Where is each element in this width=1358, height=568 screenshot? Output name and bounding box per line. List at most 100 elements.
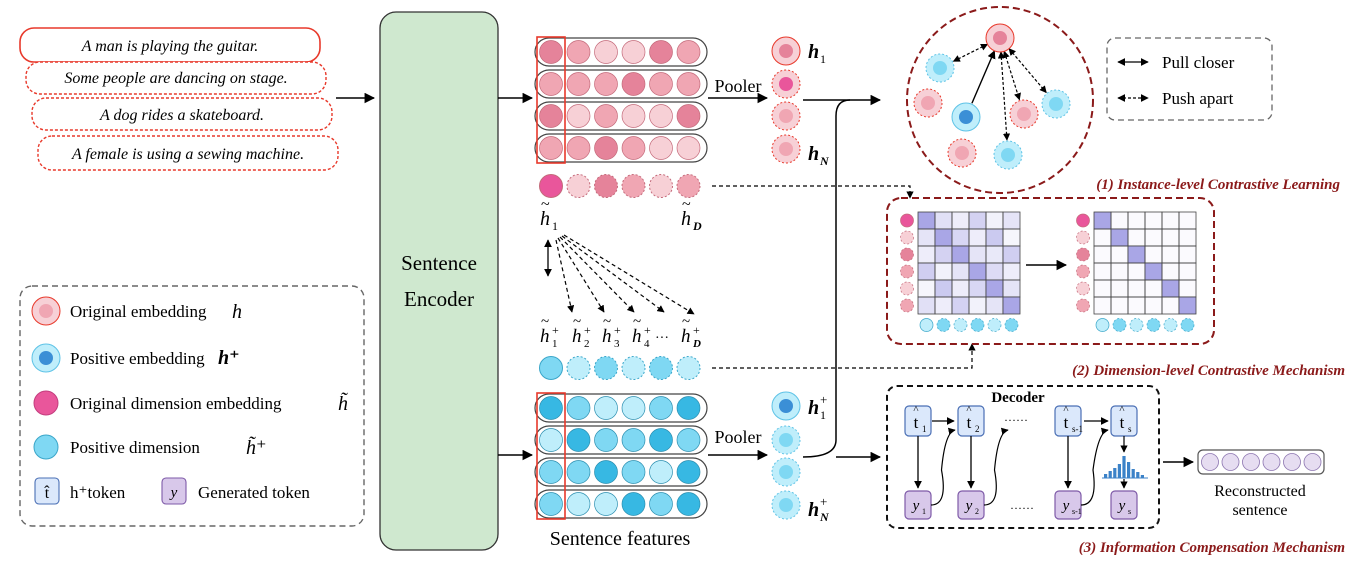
matrix-cell — [1127, 262, 1146, 281]
feature-cell — [621, 40, 646, 64]
svg-text:2: 2 — [584, 338, 590, 350]
feature-cell — [676, 396, 701, 420]
matrix-cell — [951, 296, 970, 315]
dimension-cell — [649, 174, 673, 198]
matrix-cell — [1161, 279, 1180, 298]
matrix-cell — [985, 296, 1004, 315]
caption-information: (3) Information Compensation Mechanism — [1079, 540, 1345, 556]
matrix-cell — [917, 245, 936, 264]
token-hat: ^ — [913, 404, 919, 416]
orig-dimension-highlight — [536, 36, 566, 164]
dimension-cell — [621, 174, 646, 198]
sentence-3: A dog rides a skateboard. — [99, 107, 264, 124]
matrix-cell — [1093, 262, 1112, 281]
feature-cell — [566, 104, 591, 128]
svg-text:N: N — [819, 154, 830, 168]
output-glyph: y — [1061, 498, 1070, 514]
matrix-col-dim — [936, 318, 951, 332]
matrix-cell — [1093, 279, 1112, 298]
inner — [39, 304, 53, 318]
feature-cell — [676, 40, 701, 64]
feature-cell — [621, 104, 646, 128]
legend-label: Positive embedding — [70, 349, 205, 368]
matrix-cell — [968, 245, 987, 264]
matrix-cell — [917, 262, 936, 281]
inner — [779, 498, 793, 512]
feature-cell — [594, 136, 618, 160]
instance-positive-node — [925, 53, 955, 83]
pooled-hN: h — [808, 143, 819, 165]
feature-cell — [539, 136, 563, 160]
svg-text:+: + — [552, 323, 559, 337]
feature-cell — [649, 460, 673, 484]
positive-dim-labels: h~ 1+ h~ 2+ h~ 3+ h~ 4+ ··· h~ D+ — [540, 314, 701, 350]
caption-dimension: (2) Dimension-level Contrastive Mechanis… — [1072, 363, 1345, 379]
sentence-box-2 — [25, 61, 327, 95]
instance-original-node — [947, 138, 977, 168]
svg-text:···: ··· — [655, 331, 669, 346]
push-arrow — [997, 51, 1011, 141]
input-sentences: A man is playing the guitar. Some people… — [19, 27, 339, 171]
matrix-cell — [934, 296, 953, 315]
reconstructed-label-2: sentence — [1232, 502, 1287, 519]
matrix-cell — [1127, 228, 1146, 247]
original-dimension-row — [539, 174, 701, 198]
matrix-cell — [985, 262, 1004, 281]
decoder-box — [886, 385, 1160, 529]
matrix-col-dim — [970, 318, 985, 332]
inner — [993, 31, 1007, 45]
dimension-cell — [566, 174, 591, 198]
legend-label: Original dimension embedding — [70, 394, 282, 413]
inner — [779, 142, 793, 156]
feedback-arrow — [1080, 427, 1109, 506]
legend-symbol: h̃⁺ — [246, 435, 267, 459]
feature-cell — [539, 396, 563, 420]
legend-symbol: h̃ — [338, 391, 348, 415]
matrix-cell — [1110, 245, 1129, 264]
feature-cell — [621, 428, 646, 452]
push-arrow — [952, 43, 989, 62]
reconstructed-cell — [1242, 453, 1260, 471]
output-sub: s-1 — [1072, 507, 1082, 516]
matrix-cell — [917, 279, 936, 298]
pooler-label-top: Pooler — [715, 76, 762, 96]
matrix-row-dim — [1076, 298, 1090, 313]
instance-positive-node — [951, 102, 981, 132]
inner — [779, 399, 793, 413]
pooled-positive-2 — [771, 425, 801, 455]
reconstructed-cell — [1262, 453, 1281, 471]
feature-cell — [649, 396, 673, 420]
legend-label: Positive dimension — [70, 438, 200, 457]
encoder-label-2: Encoder — [404, 287, 474, 311]
token-hat: ^ — [1119, 404, 1125, 416]
legend-positive-dimension-icon — [33, 434, 59, 460]
dim-label-h1-sub: 1 — [552, 219, 558, 233]
matrix-cell — [1110, 279, 1129, 298]
instance-anchor-node — [985, 23, 1015, 53]
feature-cell — [566, 428, 591, 452]
feature-cell — [649, 428, 673, 452]
pooled-h1: h — [808, 41, 819, 63]
histogram-bar — [1131, 469, 1135, 478]
matrix-row-dim — [1076, 213, 1090, 228]
decoder-dots: ······ — [1004, 413, 1028, 427]
feature-cell — [539, 72, 563, 96]
dim-label-hD: h — [681, 208, 691, 230]
matrix-cell — [1161, 211, 1180, 230]
matrix-col-dim — [1004, 318, 1019, 332]
matrix-row-dim — [900, 213, 914, 228]
instance-level-nodes — [913, 23, 1071, 170]
pooled-positive-3 — [771, 457, 801, 487]
matrix-cell — [1002, 228, 1021, 247]
reconstructed-cell — [1303, 453, 1322, 471]
token-hat: ^ — [966, 404, 972, 416]
feature-cell — [539, 40, 563, 64]
matrix-cell — [1144, 262, 1163, 281]
feature-cell — [649, 104, 673, 128]
matrix-cell — [1002, 245, 1021, 264]
svg-text:D: D — [692, 338, 701, 350]
feature-cell — [566, 136, 591, 160]
positive-dimension-cell — [566, 356, 591, 380]
output-glyph: y — [964, 498, 973, 514]
matrix-cell — [951, 262, 970, 281]
